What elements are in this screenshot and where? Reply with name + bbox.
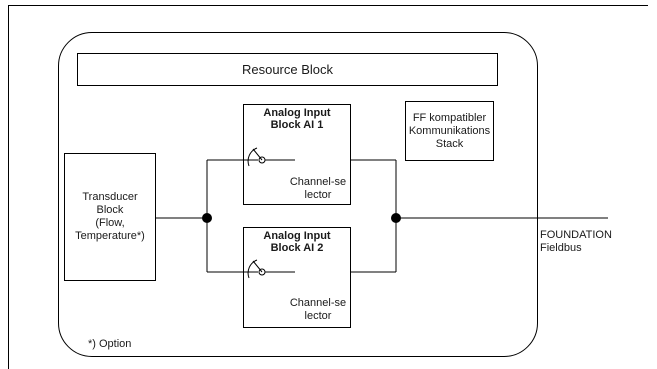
- transducer-line-4: Temperature*): [75, 230, 145, 242]
- junction-left: [202, 213, 212, 223]
- transducer-block: Transducer Block (Flow, Temperature*): [64, 153, 156, 281]
- transducer-line-3: (Flow,: [95, 217, 125, 229]
- frame-left-border: [8, 5, 9, 369]
- device-enclosure: [58, 32, 538, 357]
- ai2-switch-arc: [247, 259, 258, 279]
- ff-stack-label: FF kompatibler Kommunikations Stack: [408, 111, 491, 150]
- transducer-line-1: Transducer: [82, 191, 138, 203]
- analog-input-block-1: Analog Input Block AI 1 Channel-selector: [243, 104, 351, 205]
- frame-top-border: [8, 5, 648, 6]
- ai2-channel-selector-label: Channel-selector: [289, 297, 347, 322]
- ai2-title: Analog Input Block AI 2: [263, 230, 331, 254]
- option-footnote: *) Option: [88, 338, 132, 350]
- ai1-switch-arm: [252, 148, 263, 161]
- analog-input-block-2: Analog Input Block AI 2 Channel-selector: [243, 227, 351, 328]
- resource-block-label: Resource Block: [241, 62, 334, 77]
- ff-communication-stack: FF kompatibler Kommunikations Stack: [405, 101, 494, 161]
- ai1-switch-arc: [247, 147, 258, 167]
- ai2-switch-arm: [252, 260, 263, 273]
- ai1-title: Analog Input Block AI 1: [263, 107, 331, 131]
- transducer-line-2: Block: [96, 204, 124, 216]
- fieldbus-label: FOUNDATION Fieldbus: [540, 229, 612, 254]
- resource-block: Resource Block: [77, 53, 498, 86]
- ai1-channel-selector-label: Channel-selector: [289, 176, 347, 201]
